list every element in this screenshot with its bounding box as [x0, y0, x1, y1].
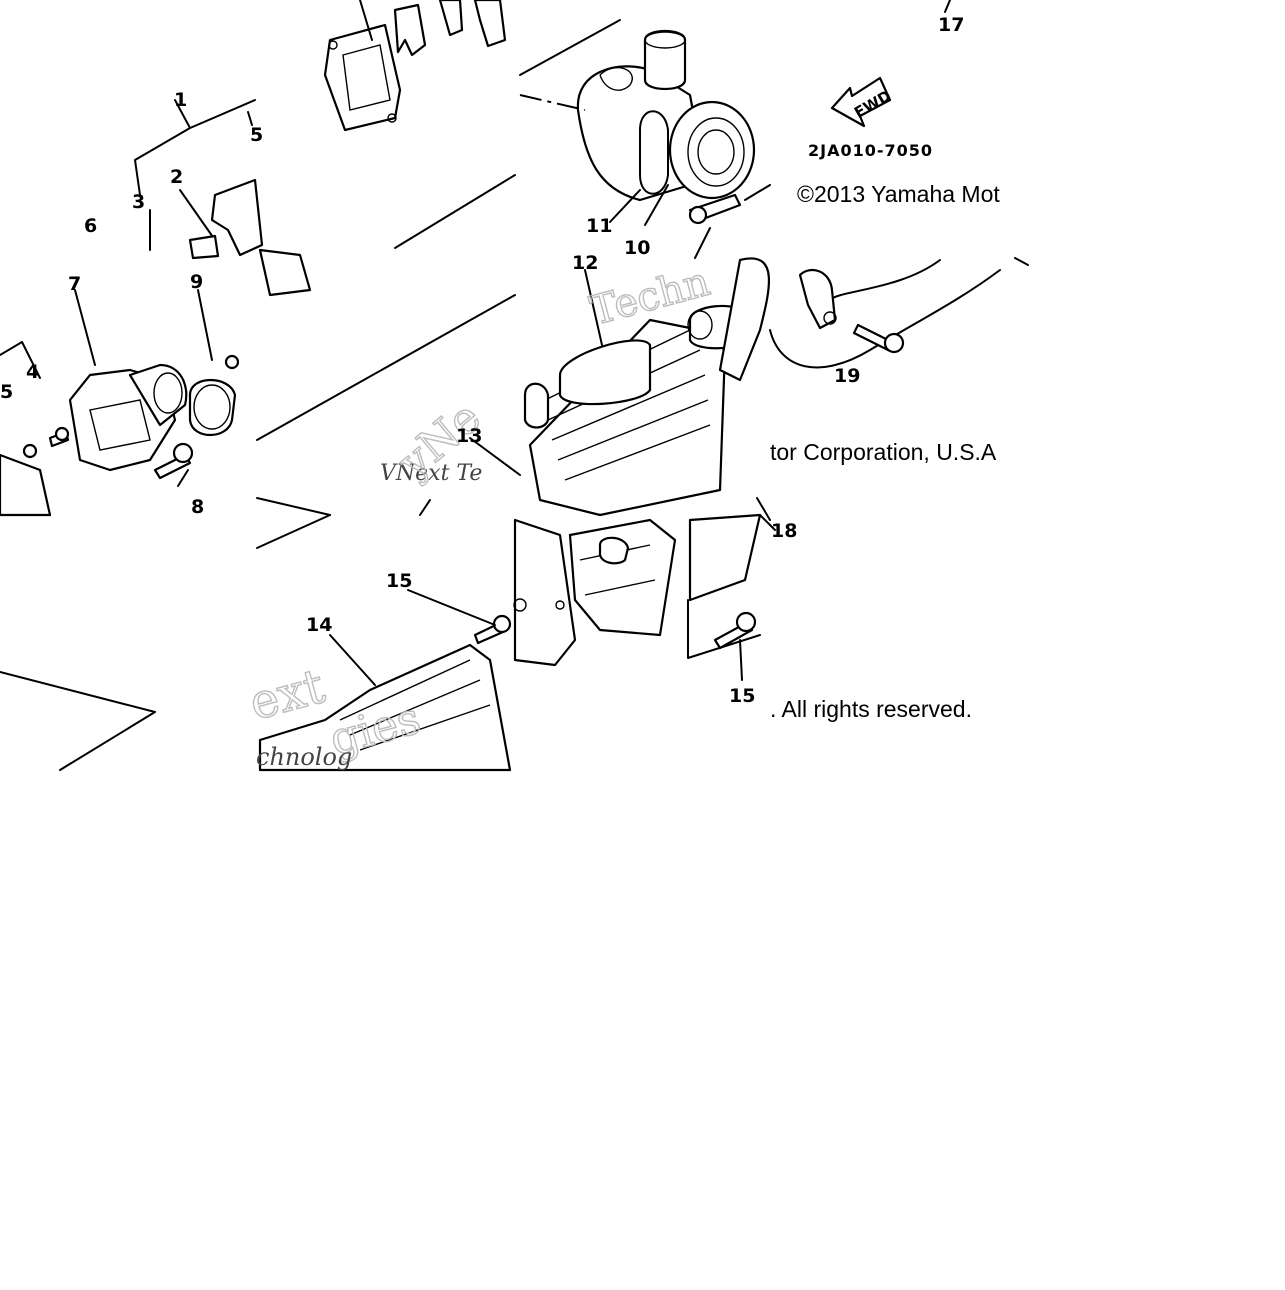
throttle-body-neck	[128, 363, 188, 427]
callout-15b: 15	[729, 685, 755, 707]
watermark-4: ext	[244, 658, 331, 731]
callout-9: 9	[190, 271, 203, 293]
tile-middle-right: tor Corporation, U.S.A	[769, 257, 1029, 465]
fwd-arrow-icon: FWD	[830, 76, 894, 128]
elbow-outlet	[643, 29, 687, 91]
callout-5b: 5	[0, 381, 13, 403]
callout-10: 10	[624, 237, 650, 259]
tile-middle-left	[0, 289, 240, 517]
callout-12: 12	[572, 252, 598, 274]
reed-stopper-2	[473, 0, 507, 48]
callout-6: 6	[84, 215, 97, 237]
callout-13: 13	[456, 425, 482, 447]
reed-cover-partial	[0, 453, 52, 517]
tile-bottom-left	[0, 671, 156, 771]
gasket-plate	[323, 23, 402, 132]
callout-19: 19	[834, 365, 860, 387]
callout-14: 14	[306, 614, 332, 636]
tile-center: VNext Te Techn yNe	[256, 257, 771, 521]
muffler-box-12	[528, 318, 727, 517]
hose-sleeve	[668, 100, 756, 200]
tile-top-right: 17 FWD 2JA010-7050 ©2013 Yamaha Mot	[797, 0, 1000, 207]
reed-block-1	[210, 178, 264, 257]
tile-top-left	[323, 0, 621, 249]
copyright-line-2: tor Corporation, U.S.A	[770, 439, 997, 465]
air-box-14	[258, 643, 512, 772]
callout-17: 17	[938, 14, 964, 36]
tile-bottom-right: . All rights reserved.	[513, 513, 972, 722]
callout-numbers: 1 2 3 5 6 7 9 4 5 8 10 11 12 13 14 15 15…	[0, 89, 860, 707]
clamp-9	[188, 379, 237, 436]
callout-1: 1	[174, 89, 187, 111]
box-lid	[568, 518, 677, 637]
callout-4: 4	[26, 361, 39, 383]
bracket-19	[798, 268, 837, 330]
hose-connector	[558, 339, 652, 406]
tile-top-middle	[519, 29, 771, 259]
box-side-plate	[513, 518, 577, 667]
hose-18	[688, 513, 762, 602]
callout-3: 3	[132, 191, 145, 213]
copyright-line-1: ©2013 Yamaha Mot	[797, 181, 1000, 207]
callout-8: 8	[191, 496, 204, 518]
part-code: 2JA010-7050	[808, 141, 933, 160]
callout-7: 7	[68, 273, 81, 295]
watermark-3: VNext Te	[380, 461, 482, 486]
callout-2: 2	[170, 166, 183, 188]
hose-19-partial	[718, 257, 770, 382]
watermark-6: chnolog	[256, 743, 352, 771]
callout-18: 18	[771, 520, 797, 542]
hose-clamp	[639, 110, 669, 195]
reed-stopper	[438, 0, 464, 37]
callout-11: 11	[586, 215, 612, 237]
tile-bottom-middle: ext gies chnolog	[243, 514, 512, 772]
copyright-line-3: . All rights reserved.	[770, 696, 972, 722]
callout-15a: 15	[386, 570, 412, 592]
callout-5: 5	[250, 124, 263, 146]
reed-petal	[393, 3, 427, 57]
